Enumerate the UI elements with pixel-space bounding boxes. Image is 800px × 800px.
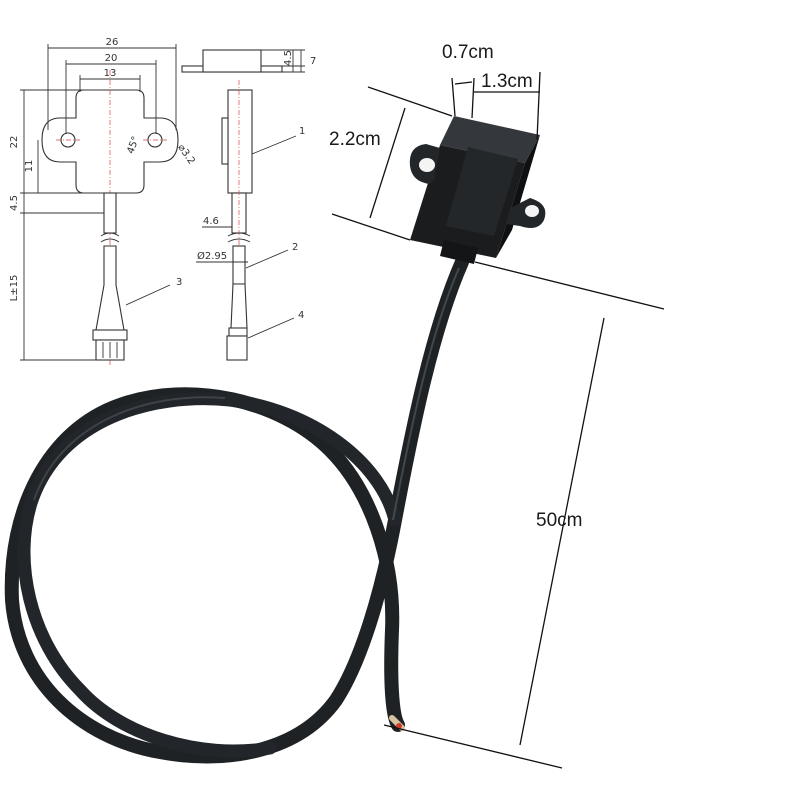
sensor-top-face (440, 116, 540, 163)
cable-highlight (392, 267, 460, 521)
dim-11: 11 (24, 160, 35, 173)
dim-20: 20 (105, 53, 118, 64)
top-view: 4.5 7 (181, 49, 316, 73)
dim-22: 22 (9, 136, 20, 149)
photo-dim-cable-length: 50cm (536, 510, 582, 531)
cable-coil (4, 255, 469, 764)
front-view: 26 20 13 22 11 4.5 L±15 45° ⌀3.2 (9, 37, 197, 365)
dim-26: 26 (106, 37, 119, 48)
photo-dim-depth: 1.3cm (481, 71, 533, 92)
dim-4-5: 4.5 (9, 195, 20, 211)
side-dim-cable-dia: Ø2.95 (197, 250, 227, 262)
photo-dim-thickness: 0.7cm (442, 42, 494, 63)
top-dim-4-5: 4.5 (283, 50, 294, 66)
technical-drawing: 26 20 13 22 11 4.5 L±15 45° ⌀3.2 (9, 37, 316, 365)
side-view: 4.6 Ø2.95 1 2 4 (196, 80, 305, 361)
cable-lower (95, 245, 125, 331)
cable-main (4, 255, 469, 764)
cable-stub (103, 192, 117, 234)
product-photo: 0.7cm 1.3cm 2.2cm 50cm (4, 42, 665, 769)
sensor-side-face (496, 135, 540, 258)
callout-4: 4 (298, 310, 304, 321)
callout-2: 2 (292, 242, 298, 253)
side-dim-4-6: 4.6 (203, 216, 219, 227)
sensor-cable-gland (440, 240, 478, 264)
photo-dim-height: 2.2cm (329, 129, 381, 150)
callout-1: 1 (299, 126, 305, 137)
dim-length: L±15 (9, 275, 20, 302)
connector-3 (92, 329, 128, 341)
top-dim-7: 7 (310, 56, 316, 67)
dim-13: 13 (104, 68, 117, 79)
sensor-body (409, 116, 546, 264)
hole-diameter-label: ⌀3.2 (175, 142, 197, 166)
cable-loop (17, 392, 402, 758)
callout-3: 3 (176, 277, 182, 288)
